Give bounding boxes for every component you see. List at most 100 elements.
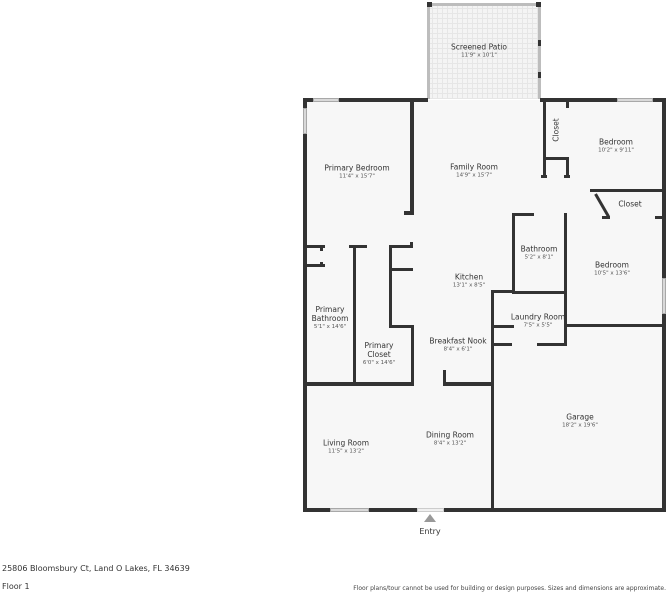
wall (590, 189, 664, 192)
room-name: Bedroom (599, 137, 633, 147)
room-name: Bedroom (595, 260, 629, 270)
room-name: Breakfast Nook (429, 336, 487, 346)
room-kitchen: Kitchen 13'1" x 8'5" (453, 273, 485, 290)
wall (494, 343, 512, 346)
wall (389, 268, 413, 271)
wall (564, 175, 570, 178)
wall (410, 100, 414, 214)
room-primary-bathroom: Primary Bathroom 5'1" x 14'6" (312, 305, 349, 331)
screened-patio-area (427, 3, 540, 99)
wall (411, 325, 414, 385)
wall (320, 245, 323, 251)
room-family-room: Family Room 14'9" x 15'7" (450, 163, 498, 180)
room-name: Closet (367, 350, 391, 359)
room-primary-closet: Primary Closet 6'0" x 14'6" (363, 341, 395, 367)
wall (410, 242, 413, 248)
entry-arrow-icon (424, 514, 436, 522)
room-name: Primary Bedroom (324, 163, 390, 173)
window (330, 508, 369, 512)
room-bathroom: Bathroom 5'2" x 8'1" (521, 245, 558, 262)
wall (602, 216, 610, 219)
patio-wall-left (427, 3, 430, 99)
wall-top-left (303, 98, 428, 102)
house-floor (305, 100, 664, 510)
wall (305, 264, 325, 267)
window (303, 108, 307, 134)
room-name: Living Room (322, 438, 370, 448)
room-dimensions: 5'1" x 14'6" (313, 324, 347, 330)
wall (512, 291, 566, 294)
room-dimensions: 11'4" x 15'7" (339, 173, 375, 180)
room-dimensions: 18'2" x 19'6" (562, 422, 598, 429)
room-name: Closet (618, 199, 642, 209)
patio-wall-right (538, 3, 541, 99)
wall-bottom-3 (444, 508, 666, 512)
room-living-room: Living Room 11'5" x 13'2" (323, 439, 369, 456)
room-name: Primary (315, 305, 345, 314)
wall (320, 262, 323, 267)
wall (389, 325, 414, 328)
wall (404, 211, 414, 215)
wall-top-right (540, 98, 666, 102)
entry-door-opening (417, 508, 444, 512)
wall (491, 290, 494, 511)
wall (443, 382, 494, 386)
room-name: Bathroom (520, 244, 558, 254)
room-name: Screened Patio (451, 42, 507, 52)
room-dimensions: 7'5" x 5'5" (523, 322, 553, 329)
patio-post (536, 2, 541, 7)
wall-bottom-1 (303, 508, 330, 512)
room-laundry: Laundry Room 7'5" x 5'5" (511, 313, 565, 330)
wall (494, 325, 514, 328)
room-closet-1: Closet (552, 118, 561, 141)
room-closet-2: Closet (618, 200, 641, 209)
room-dimensions: 8'4" x 6'1" (443, 346, 473, 353)
room-dimensions: 10'2" x 9'11" (598, 147, 634, 154)
room-name: Primary (364, 341, 394, 350)
wall (305, 245, 325, 248)
room-dimensions: 6'0" x 14'6" (362, 360, 396, 366)
room-dimensions: 14'9" x 15'7" (456, 172, 492, 179)
window (313, 98, 339, 102)
wall (491, 290, 513, 293)
room-dining-room: Dining Room 8'4" x 13'2" (426, 431, 474, 448)
floor-plan: Screened Patio 11'9" x 10'1" Primary Bed… (303, 2, 666, 536)
wall (389, 245, 413, 248)
room-bedroom-2: Bedroom 10'5" x 13'6" (594, 261, 630, 278)
wall (389, 245, 392, 327)
wall (443, 370, 446, 386)
room-name: Laundry Room (510, 312, 566, 322)
room-dimensions: 10'5" x 13'6" (594, 270, 630, 277)
wall (543, 157, 569, 160)
room-dimensions: 11'5" x 13'2" (328, 448, 364, 455)
room-name: Kitchen (454, 272, 484, 282)
room-name: Garage (566, 412, 594, 422)
room-screened-patio: Screened Patio 11'9" x 10'1" (451, 43, 507, 60)
wall (541, 175, 547, 178)
wall (543, 100, 546, 178)
room-name: Family Room (450, 162, 498, 172)
property-address: 25806 Bloomsbury Ct, Land O Lakes, FL 34… (2, 564, 190, 573)
wall (537, 343, 567, 346)
room-name: Bathroom (311, 314, 349, 323)
room-bedroom-1: Bedroom 10'2" x 9'11" (598, 138, 634, 155)
wall (512, 213, 534, 216)
patio-post (538, 40, 541, 46)
room-dimensions: 8'4" x 13'2" (433, 440, 467, 447)
room-dimensions: 5'2" x 8'1" (524, 254, 554, 261)
window (617, 98, 653, 102)
wall (566, 100, 569, 108)
disclaimer: Floor plans/tour cannot be used for buil… (353, 585, 666, 592)
entry-label: Entry (419, 527, 441, 536)
floor-label: Floor 1 (2, 582, 30, 591)
wall (512, 213, 515, 293)
window (662, 278, 666, 314)
room-garage: Garage 18'2" x 19'6" (562, 413, 598, 430)
wall (305, 382, 414, 386)
wall (349, 245, 367, 248)
patio-wall-top (427, 3, 541, 6)
wall (353, 245, 356, 385)
room-name: Dining Room (426, 430, 474, 440)
room-dimensions: 11'9" x 10'1" (461, 52, 497, 59)
wall (566, 157, 569, 178)
